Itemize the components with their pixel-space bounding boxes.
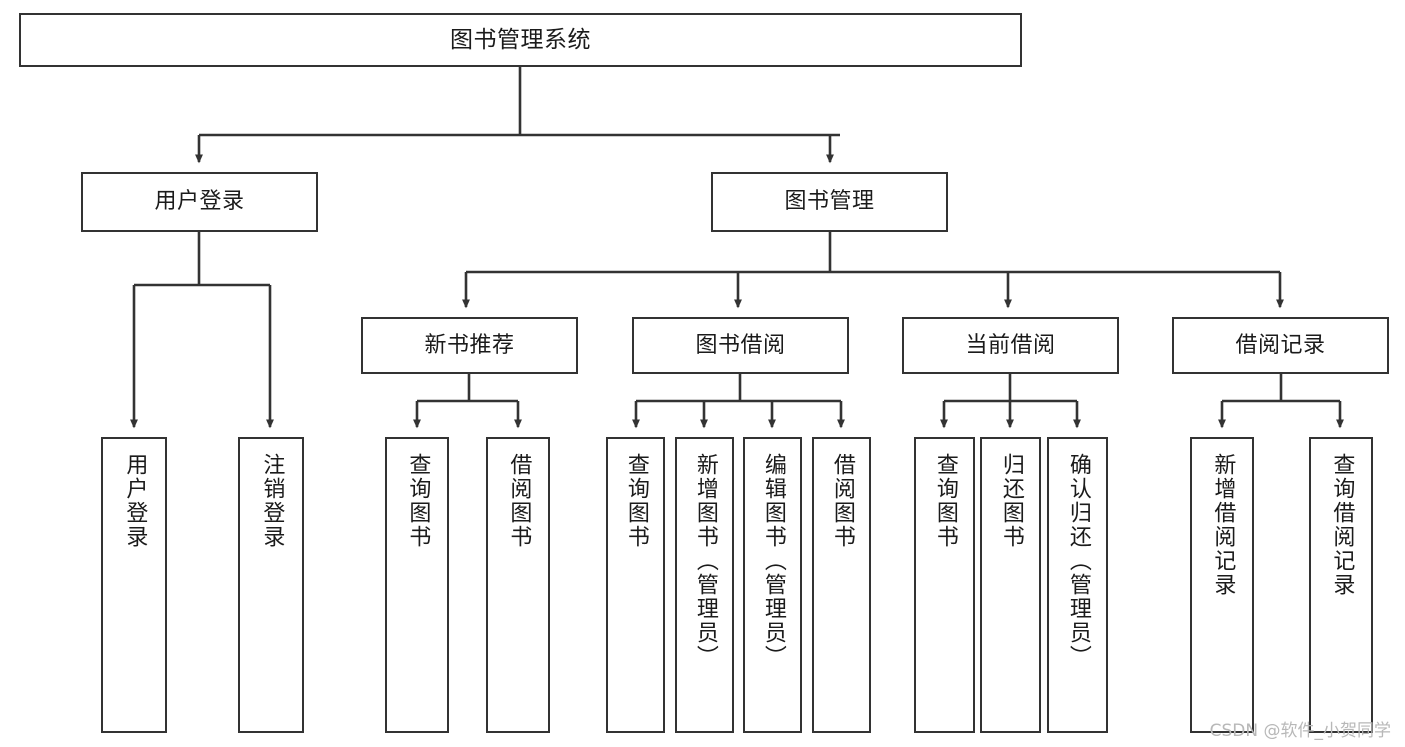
node-label: 新书推荐 [424, 332, 515, 358]
node-leaf-user-login[interactable]: 用户登录 [101, 437, 167, 733]
node-book-borrow[interactable]: 图书借阅 [632, 317, 849, 374]
node-leaf-logout-login[interactable]: 注销登录 [238, 437, 304, 733]
node-label: 查询图书 [623, 453, 649, 549]
node-book-management[interactable]: 图书管理 [711, 172, 948, 232]
node-label: 借阅图书 [506, 453, 532, 549]
node-label: 查询图书 [405, 453, 431, 549]
node-label: 查询图书 [932, 453, 958, 549]
node-label: 借阅图书 [829, 453, 855, 549]
node-leaf-borrow-book-1[interactable]: 借阅图书 [486, 437, 550, 733]
node-label: 新增借阅记录 [1210, 453, 1236, 597]
node-label: 图书管理系统 [450, 26, 591, 53]
node-current-borrow[interactable]: 当前借阅 [902, 317, 1119, 374]
node-label: 注销登录 [259, 453, 285, 549]
node-leaf-query-record[interactable]: 查询借阅记录 [1309, 437, 1373, 733]
node-label: 查询借阅记录 [1329, 453, 1355, 597]
node-label: 新增图书（管理员） [692, 453, 718, 669]
node-label: 借阅记录 [1235, 332, 1326, 358]
node-label: 当前借阅 [965, 332, 1056, 358]
node-label: 图书管理 [784, 189, 875, 215]
node-label: 用户登录 [122, 453, 148, 549]
node-label: 编辑图书（管理员） [760, 453, 786, 669]
watermark: CSDN @软件_小贺同学 [1209, 721, 1391, 741]
node-label: 归还图书 [998, 453, 1024, 549]
node-leaf-add-book[interactable]: 新增图书（管理员） [675, 437, 734, 733]
node-user-login[interactable]: 用户登录 [81, 172, 318, 232]
node-leaf-add-record[interactable]: 新增借阅记录 [1190, 437, 1254, 733]
node-leaf-edit-book[interactable]: 编辑图书（管理员） [743, 437, 802, 733]
node-root-book-management-system[interactable]: 图书管理系统 [19, 13, 1022, 67]
node-leaf-return-book[interactable]: 归还图书 [980, 437, 1041, 733]
node-label: 确认归还（管理员） [1065, 453, 1091, 669]
node-leaf-borrow-book-2[interactable]: 借阅图书 [812, 437, 871, 733]
node-borrow-record[interactable]: 借阅记录 [1172, 317, 1389, 374]
node-label: 用户登录 [154, 189, 245, 215]
node-leaf-query-book-3[interactable]: 查询图书 [914, 437, 975, 733]
node-leaf-query-book-1[interactable]: 查询图书 [385, 437, 449, 733]
node-label: 图书借阅 [695, 332, 786, 358]
node-new-book-recommend[interactable]: 新书推荐 [361, 317, 578, 374]
node-leaf-query-book-2[interactable]: 查询图书 [606, 437, 665, 733]
node-leaf-confirm-return[interactable]: 确认归还（管理员） [1047, 437, 1108, 733]
